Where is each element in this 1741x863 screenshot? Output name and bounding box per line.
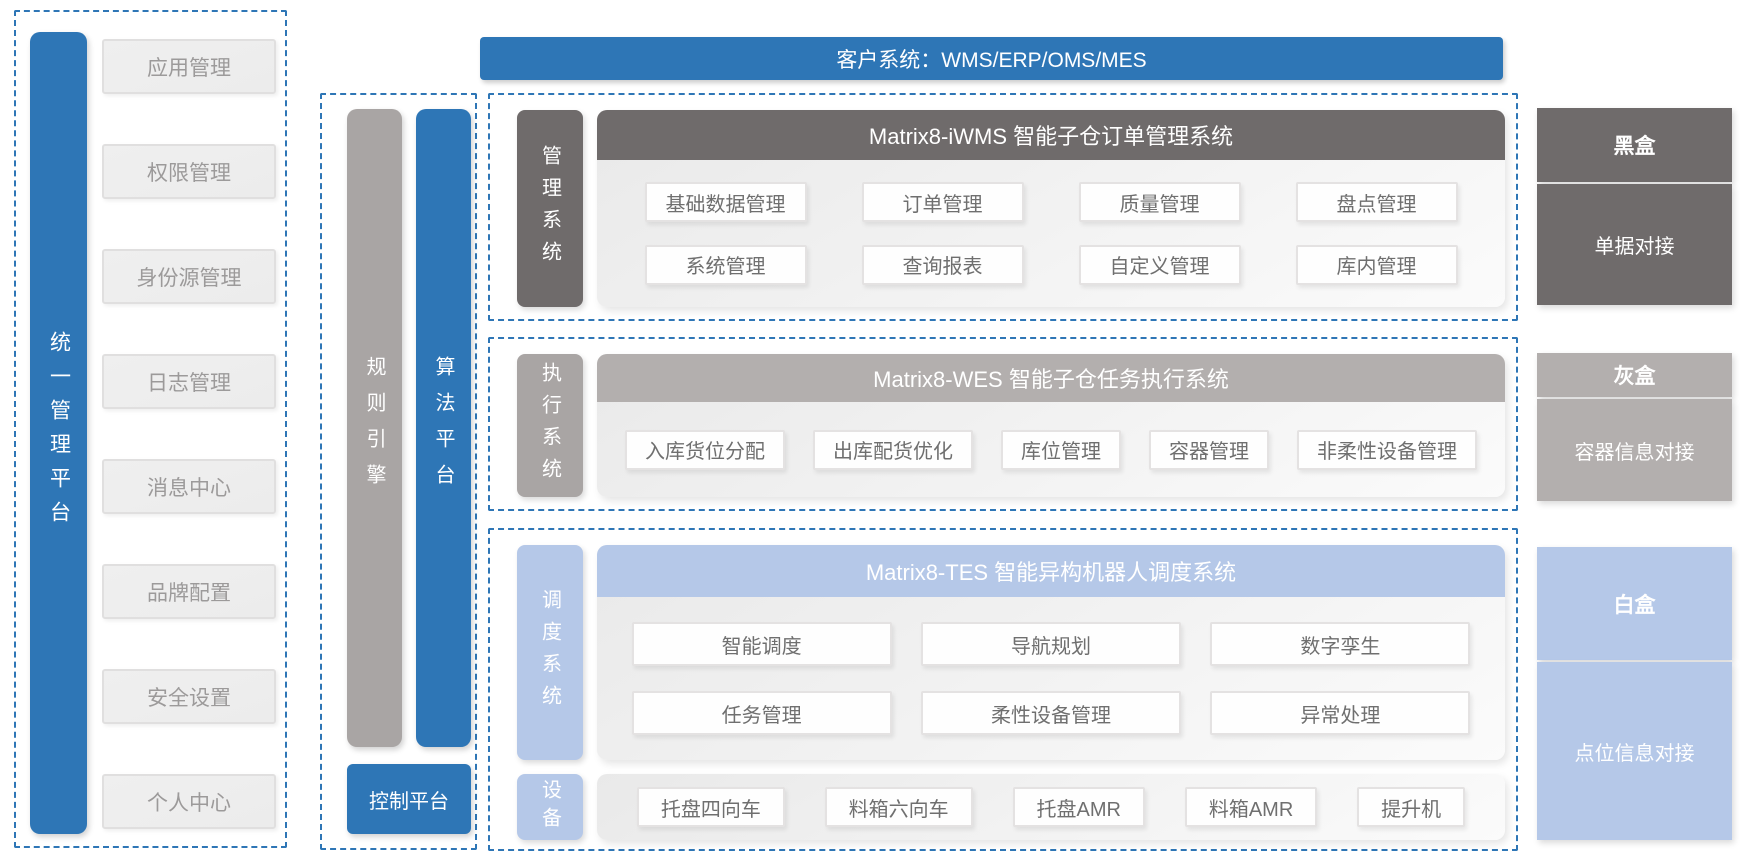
module-digital-twin: 数字孪生	[1210, 622, 1471, 666]
module-quality-management: 质量管理	[1078, 182, 1241, 223]
wes-panel-body: 入库货位分配 出库配货优化 库位管理 容器管理 非柔性设备管理	[597, 402, 1505, 497]
tes-row-2: 任务管理 柔性设备管理 异常处理	[597, 691, 1505, 735]
gray-box-title: 灰盒	[1537, 353, 1732, 397]
iwms-panel: Matrix8-iWMS 智能子仓订单管理系统 基础数据管理 订单管理 质量管理…	[597, 110, 1505, 307]
execution-system-section: 执行系统 Matrix8-WES 智能子仓任务执行系统 入库货位分配 出库配货优…	[488, 337, 1518, 511]
iwms-panel-body: 基础数据管理 订单管理 质量管理 盘点管理 系统管理 查询报表 自定义管理 库内…	[597, 160, 1505, 307]
devices-side-text: 设备	[538, 779, 561, 835]
module-message-center: 消息中心	[102, 459, 276, 514]
module-brand-config: 品牌配置	[102, 564, 276, 619]
black-box-title: 黑盒	[1537, 108, 1732, 182]
devices-row: 托盘四向车 料箱六向车 托盘AMR 料箱AMR 提升机	[597, 787, 1505, 827]
black-box-subtitle: 单据对接	[1537, 184, 1732, 305]
device-pallet-four-way-shuttle: 托盘四向车	[636, 787, 785, 827]
tes-title: Matrix8-TES 智能异构机器人调度系统	[865, 560, 1237, 585]
devices-panel-body: 托盘四向车 料箱六向车 托盘AMR 料箱AMR 提升机	[597, 774, 1505, 840]
module-security-settings: 安全设置	[102, 669, 276, 724]
management-system-section: 管理系统 Matrix8-iWMS 智能子仓订单管理系统 基础数据管理 订单管理…	[488, 93, 1518, 321]
module-app-management: 应用管理	[102, 39, 276, 94]
unified-platform-label: 统一管理平台	[47, 331, 71, 535]
white-box-title-text: 白盒	[1613, 593, 1656, 617]
module-location-management: 库位管理	[1001, 429, 1121, 470]
customer-system-label: 客户系统：WMS/ERP/OMS/MES	[836, 48, 1147, 72]
algorithm-platform-label: 算法平台	[432, 356, 454, 500]
module-query-report: 查询报表	[861, 244, 1024, 285]
devices-panel: 托盘四向车 料箱六向车 托盘AMR 料箱AMR 提升机	[597, 774, 1505, 840]
module-flexible-equipment-management: 柔性设备管理	[920, 691, 1181, 735]
module-inbound-slot-allocation: 入库货位分配	[625, 429, 785, 470]
iwms-title: Matrix8-iWMS 智能子仓订单管理系统	[868, 124, 1234, 149]
execution-system-side-label: 执行系统	[517, 354, 583, 497]
iwms-row-1: 基础数据管理 订单管理 质量管理 盘点管理	[597, 182, 1505, 223]
white-box-subtitle-text: 点位信息对接	[1574, 742, 1695, 765]
module-outbound-picking-optimization: 出库配货优化	[813, 429, 973, 470]
white-box-subtitle: 点位信息对接	[1537, 662, 1732, 840]
tes-panel: Matrix8-TES 智能异构机器人调度系统 智能调度 导航规划 数字孪生 任…	[597, 545, 1505, 760]
module-order-management: 订单管理	[861, 182, 1024, 223]
wes-title: Matrix8-WES 智能子仓任务执行系统	[873, 367, 1229, 392]
unified-platform-bar: 统一管理平台	[30, 32, 87, 834]
rule-engine-bar: 规则引擎	[347, 109, 402, 747]
devices-side-label: 设备	[517, 774, 583, 840]
module-intelligent-dispatch: 智能调度	[631, 622, 892, 666]
wes-panel: Matrix8-WES 智能子仓任务执行系统 入库货位分配 出库配货优化 库位管…	[597, 354, 1505, 497]
module-non-flexible-equipment-management: 非柔性设备管理	[1297, 429, 1477, 470]
device-tote-amr: 料箱AMR	[1184, 787, 1318, 827]
module-permission-management: 权限管理	[102, 144, 276, 199]
gray-box-title-text: 灰盒	[1613, 365, 1656, 388]
module-task-management: 任务管理	[631, 691, 892, 735]
control-platform-box: 控制平台	[347, 764, 471, 834]
wes-row-1: 入库货位分配 出库配货优化 库位管理 容器管理 非柔性设备管理	[597, 429, 1505, 470]
module-navigation-planning: 导航规划	[920, 622, 1181, 666]
module-warehouse-management: 库内管理	[1295, 244, 1458, 285]
white-box-title: 白盒	[1537, 547, 1732, 660]
module-exception-handling: 异常处理	[1210, 691, 1471, 735]
module-system-management: 系统管理	[644, 244, 807, 285]
dispatch-system-section: 调度系统 Matrix8-TES 智能异构机器人调度系统 智能调度 导航规划 数…	[488, 528, 1518, 851]
module-personal-center: 个人中心	[102, 774, 276, 829]
device-lifter: 提升机	[1357, 787, 1466, 827]
tes-row-1: 智能调度 导航规划 数字孪生	[597, 622, 1505, 666]
gray-box-subtitle: 容器信息对接	[1537, 399, 1732, 501]
iwms-row-2: 系统管理 查询报表 自定义管理 库内管理	[597, 244, 1505, 285]
engine-group: 规则引擎 算法平台 控制平台	[320, 93, 477, 850]
device-pallet-amr: 托盘AMR	[1012, 787, 1145, 827]
management-system-side-text: 管理系统	[538, 144, 561, 273]
module-inventory-count: 盘点管理	[1295, 182, 1458, 223]
wes-panel-header: Matrix8-WES 智能子仓任务执行系统	[597, 354, 1505, 402]
black-box-title-text: 黑盒	[1613, 135, 1656, 158]
device-tote-six-way-shuttle: 料箱六向车	[824, 787, 973, 827]
customer-system-banner: 客户系统：WMS/ERP/OMS/MES	[480, 37, 1503, 80]
tes-panel-body: 智能调度 导航规划 数字孪生 任务管理 柔性设备管理 异常处理	[597, 597, 1505, 760]
unified-platform-group: 统一管理平台 应用管理 权限管理 身份源管理 日志管理 消息中心 品牌配置 安全…	[14, 10, 287, 848]
iwms-panel-header: Matrix8-iWMS 智能子仓订单管理系统	[597, 110, 1505, 160]
gray-box-subtitle-text: 容器信息对接	[1574, 441, 1695, 464]
dispatch-system-side-label: 调度系统	[517, 545, 583, 760]
module-log-management: 日志管理	[102, 354, 276, 409]
execution-system-side-text: 执行系统	[538, 361, 561, 490]
module-identity-source: 身份源管理	[102, 249, 276, 304]
module-basic-data-management: 基础数据管理	[644, 182, 807, 223]
management-system-side-label: 管理系统	[517, 110, 583, 307]
black-box-subtitle-text: 单据对接	[1594, 236, 1675, 258]
algorithm-platform-bar: 算法平台	[416, 109, 471, 747]
dispatch-system-side-text: 调度系统	[538, 588, 561, 717]
tes-panel-header: Matrix8-TES 智能异构机器人调度系统	[597, 545, 1505, 597]
module-custom-management: 自定义管理	[1078, 244, 1241, 285]
control-platform-label: 控制平台	[369, 790, 449, 813]
module-container-management: 容器管理	[1149, 429, 1269, 470]
rule-engine-label: 规则引擎	[363, 356, 385, 500]
